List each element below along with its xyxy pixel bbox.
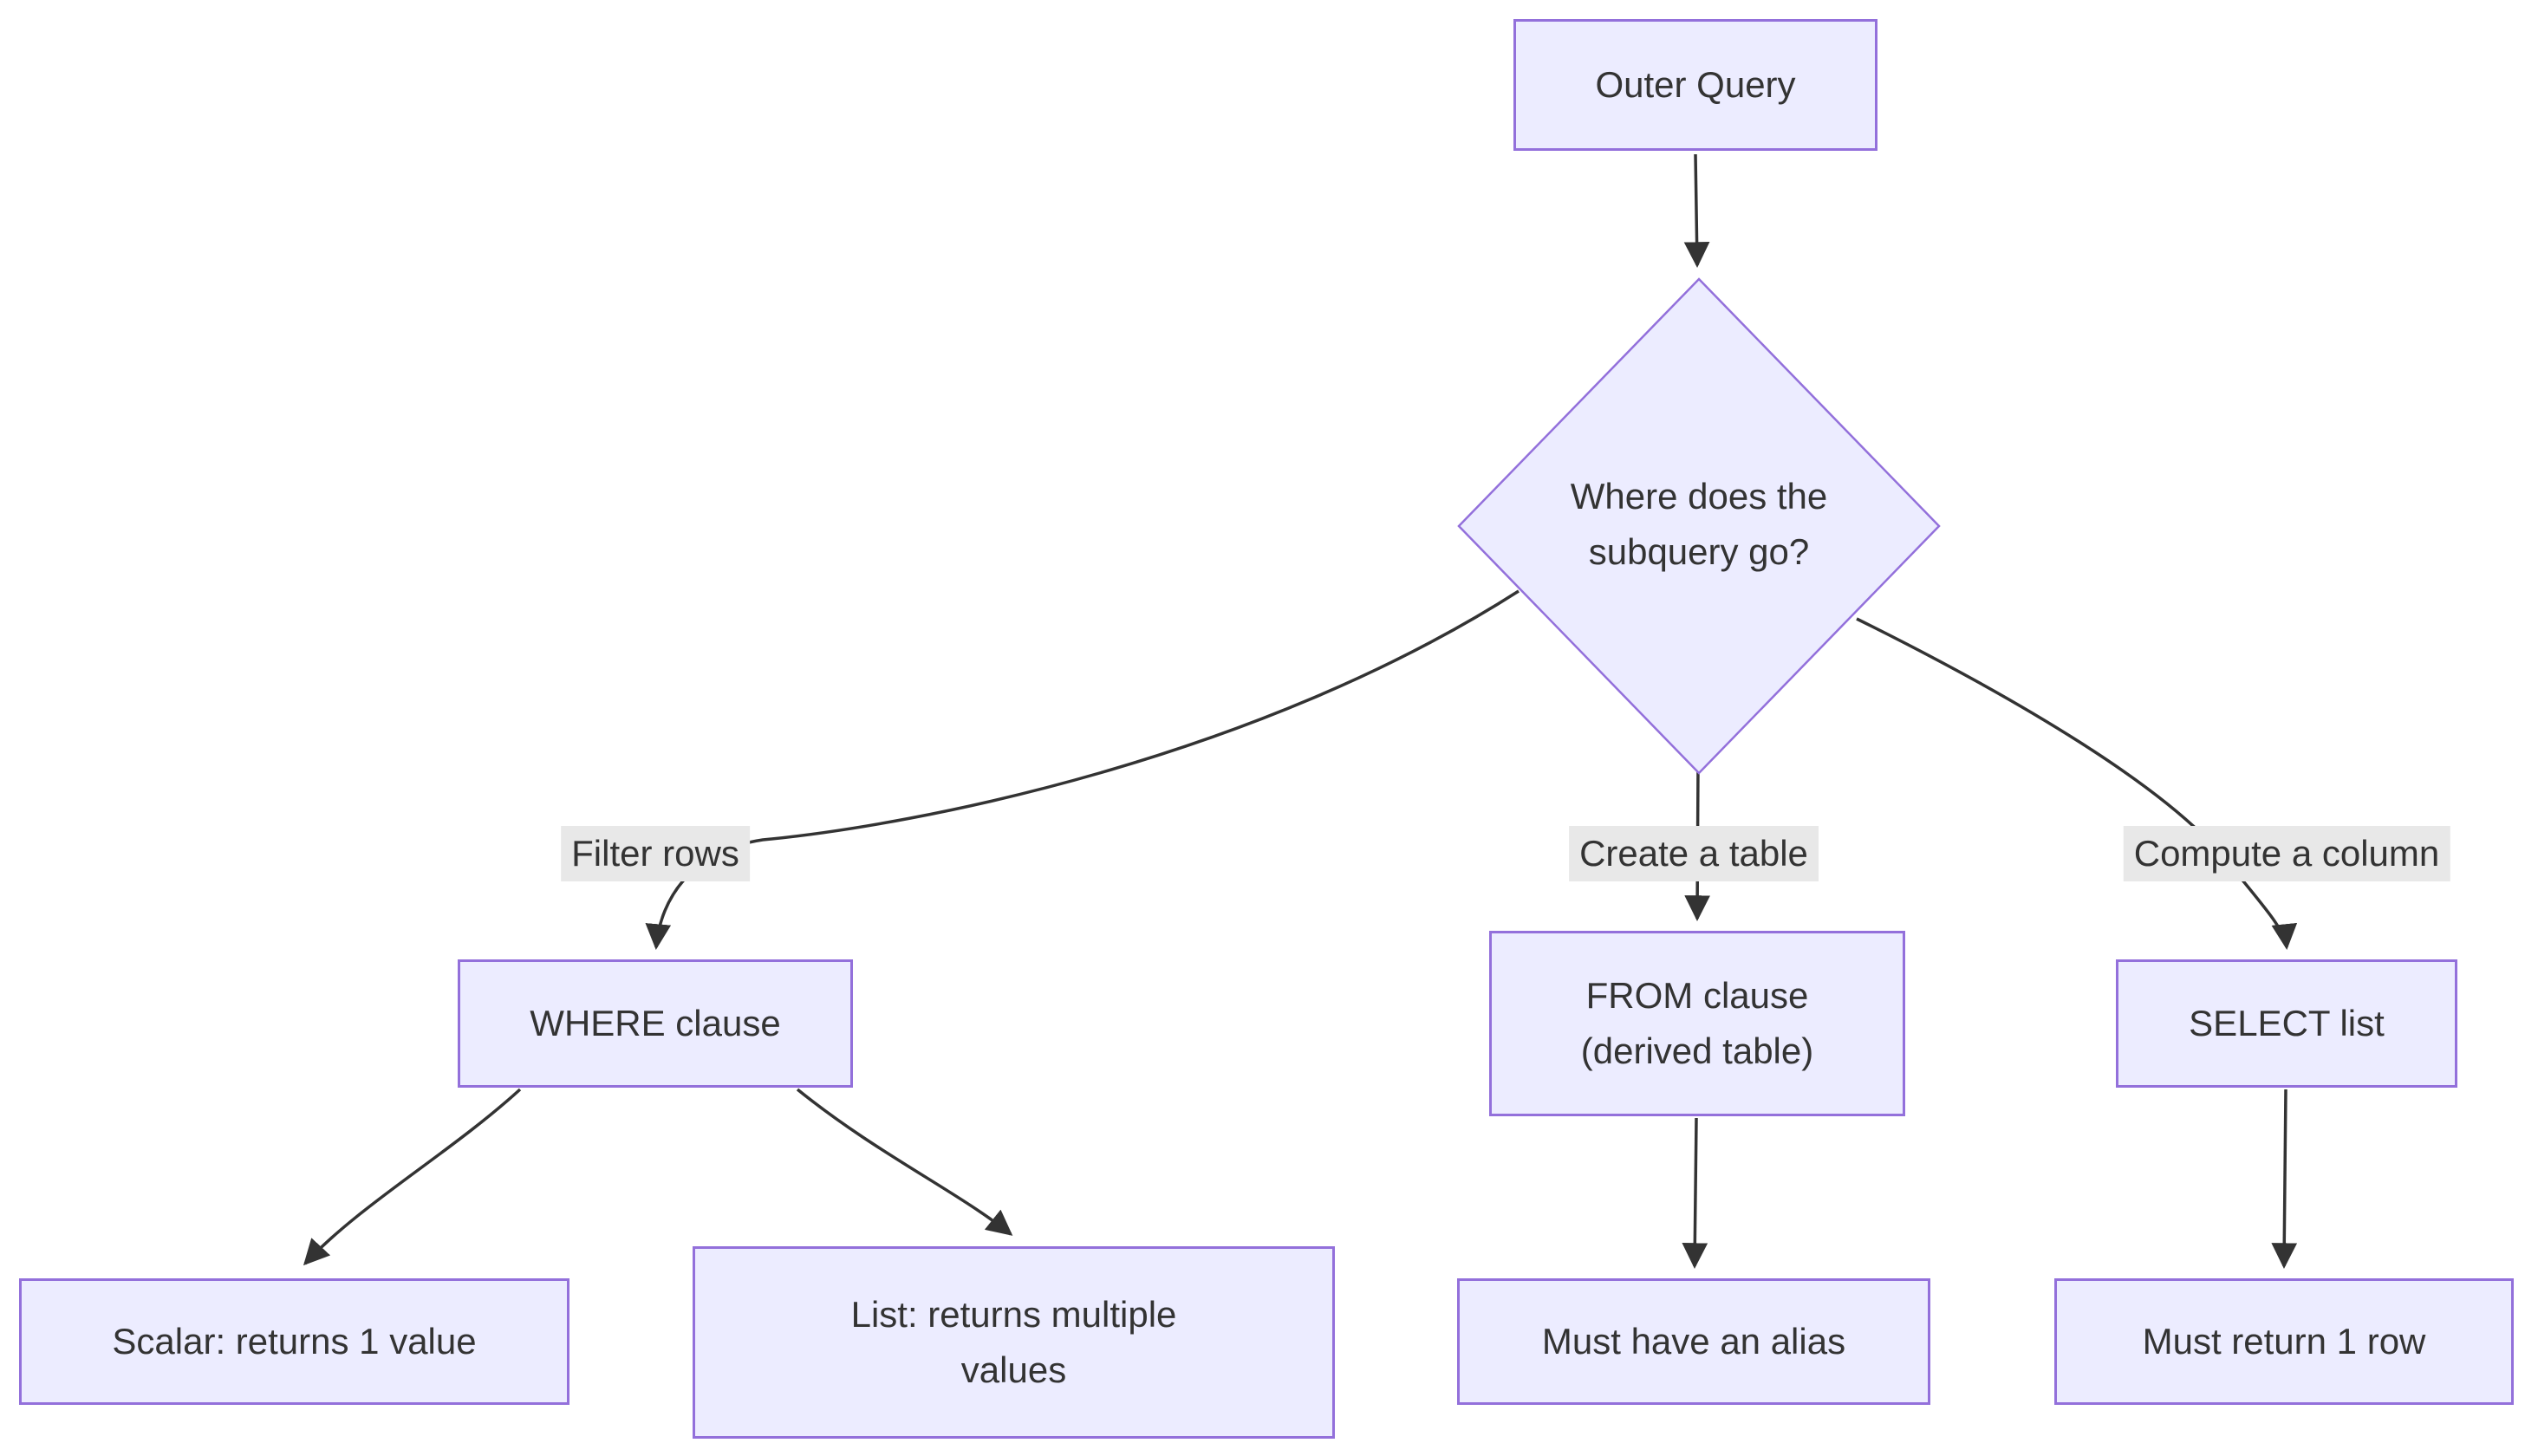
node-outer-query: Outer Query [1513,19,1877,151]
node-where-clause: WHERE clause [458,959,853,1088]
decision-diamond-label: Where does the subquery go? [1570,476,1828,572]
decision-diamond-shape [1457,277,1941,775]
node-list-returns-multiple-values: List: returns multiple values [693,1246,1335,1439]
edge-decision-to-select [1856,617,2298,950]
edge-from-to-alias [1682,1117,1708,1269]
edge-label-filter-rows: Filter rows [561,826,750,881]
node-select-list: SELECT list [2116,959,2457,1088]
node-must-return-1-row: Must return 1 row [2054,1278,2514,1405]
node-must-have-an-alias: Must have an alias [1457,1278,1930,1405]
node-scalar-returns-1-value: Scalar: returns 1 value [19,1278,569,1405]
edge-label-create-a-table: Create a table [1569,826,1819,881]
edge-decision-to-where [645,589,1520,950]
edge-where-to-list [796,1088,1013,1236]
node-from-clause: FROM clause (derived table) [1489,931,1905,1116]
edge-outer-to-decision [1683,153,1710,268]
edge-select-to-row [2271,1089,2298,1269]
edge-label-compute-a-column: Compute a column [2123,826,2450,881]
edge-where-to-scalar [303,1088,522,1266]
